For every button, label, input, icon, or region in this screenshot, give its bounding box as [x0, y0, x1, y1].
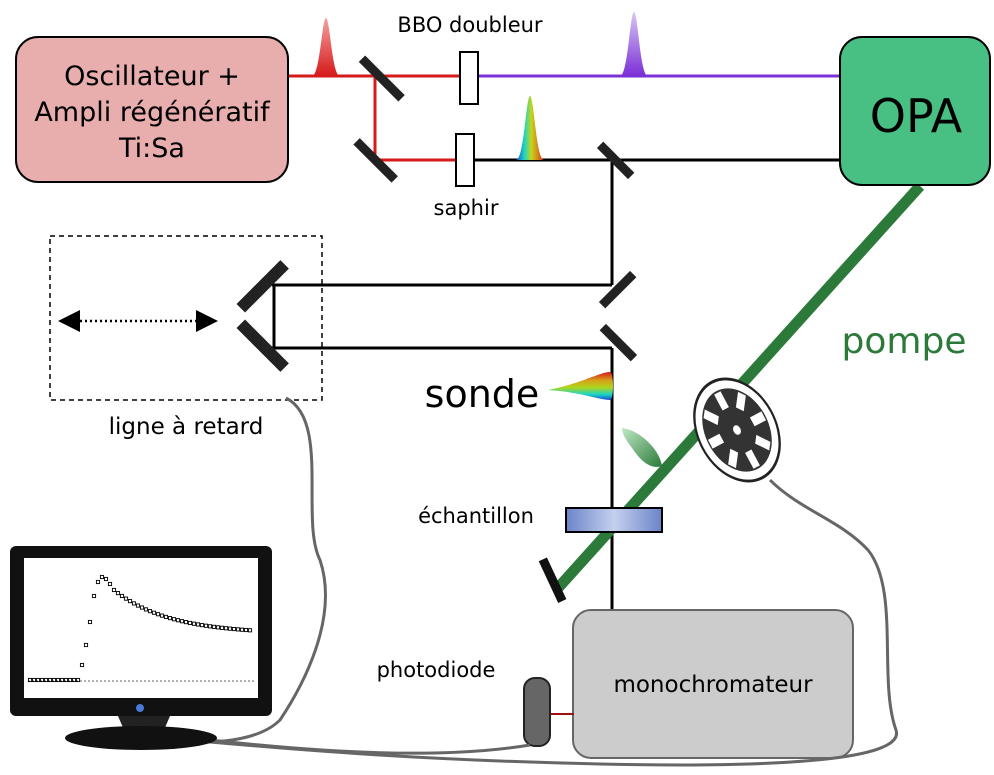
mirror-icon	[538, 557, 567, 603]
plot-point	[179, 619, 185, 624]
white-light-pulse-icon	[516, 96, 544, 160]
mirror-icon	[596, 141, 635, 180]
plot-point	[167, 616, 173, 621]
plot-point	[247, 628, 253, 633]
plot-point	[231, 626, 237, 632]
pump-pulse-icon	[622, 428, 662, 467]
plot-point	[79, 662, 85, 668]
plot-point	[219, 625, 225, 630]
bbo-crystal	[459, 51, 479, 105]
plot-point	[147, 609, 153, 614]
saphir-crystal	[455, 133, 475, 187]
plot-point	[59, 677, 65, 683]
plot-point	[119, 593, 125, 599]
plot-point	[115, 591, 121, 596]
plot-point	[151, 610, 157, 615]
mirror-icon	[358, 55, 405, 102]
plot-point	[31, 677, 37, 683]
violet-pulse-icon	[620, 12, 648, 76]
plot-point	[87, 619, 93, 625]
laser-label-line1: Oscillateur +	[64, 61, 240, 92]
mirror-icon	[599, 323, 638, 362]
laser-label-line2: Ampli régénératif	[34, 97, 271, 128]
plot-point	[35, 677, 41, 683]
plot-point	[71, 677, 77, 683]
plot-point	[191, 621, 197, 626]
bbo-label: BBO doubleur	[397, 13, 543, 37]
plot-data	[27, 574, 253, 683]
plot-point	[243, 627, 249, 633]
plot-point	[163, 614, 169, 619]
plot-point	[223, 626, 229, 631]
plot-point	[47, 677, 53, 683]
plot-point	[107, 581, 113, 587]
laser-box	[15, 36, 289, 183]
cable-photodiode	[209, 738, 531, 755]
arrow-head-left	[58, 310, 80, 332]
plot-point	[239, 627, 245, 632]
plot-point	[95, 579, 101, 585]
echantillon-label: échantillon	[418, 504, 534, 528]
plot-point	[175, 618, 181, 623]
monochromator-box	[572, 609, 854, 759]
photodiode-label: photodiode	[377, 658, 496, 682]
plot-point	[55, 677, 61, 683]
plot-point	[227, 626, 233, 631]
pompe-label: pompe	[842, 321, 967, 362]
delay-line-label: ligne à retard	[109, 414, 264, 440]
arrow-head-right	[196, 310, 218, 332]
plot-point	[103, 576, 109, 582]
chopper-wheel-icon	[693, 377, 781, 483]
probe-pulse-icon	[548, 372, 613, 400]
plot-point	[43, 677, 49, 683]
photodiode	[523, 677, 551, 747]
red-pulse-icon	[312, 18, 340, 76]
plot-point	[123, 596, 129, 601]
plot-point	[51, 677, 57, 683]
plot-point	[27, 677, 33, 683]
mirror-icon	[236, 260, 289, 313]
plot-point	[235, 627, 241, 632]
cable-delay	[204, 396, 327, 744]
plot-point	[67, 677, 73, 683]
monochromator-label: monochromateur	[613, 672, 813, 698]
monitor-icon	[10, 546, 272, 750]
plot-point	[39, 677, 45, 683]
plot-point	[215, 625, 221, 630]
sonde-label: sonde	[425, 372, 540, 416]
laser-label-line3: Ti:Sa	[118, 133, 185, 164]
mirror-icon	[236, 319, 289, 372]
plot-point	[203, 623, 209, 628]
plot-point	[135, 603, 141, 608]
plot-point	[207, 624, 213, 629]
plot-point	[171, 617, 177, 622]
plot-point	[131, 601, 137, 606]
plot-point	[139, 605, 145, 610]
plot-point	[195, 622, 201, 627]
plot-point	[159, 613, 165, 618]
plot-point	[91, 593, 97, 599]
delay-line-stage	[49, 235, 323, 401]
plot-point	[143, 607, 149, 612]
sample-cell	[565, 507, 663, 533]
mirror-icon	[598, 270, 637, 309]
plot-point	[127, 599, 133, 604]
opa-box	[839, 36, 991, 186]
plot-point	[83, 642, 89, 648]
saphir-label: saphir	[434, 196, 499, 220]
cable-chopper	[209, 478, 898, 767]
plot-point	[63, 677, 69, 683]
plot-point	[155, 612, 161, 617]
plot-point	[75, 677, 81, 683]
plot-point	[211, 624, 217, 629]
mirror-icon	[353, 138, 398, 183]
plot-point	[99, 574, 105, 580]
plot-point	[187, 620, 193, 626]
plot-point	[183, 620, 189, 625]
plot-point	[111, 587, 117, 593]
opa-label: OPA	[870, 89, 963, 143]
plot-point	[199, 623, 205, 628]
